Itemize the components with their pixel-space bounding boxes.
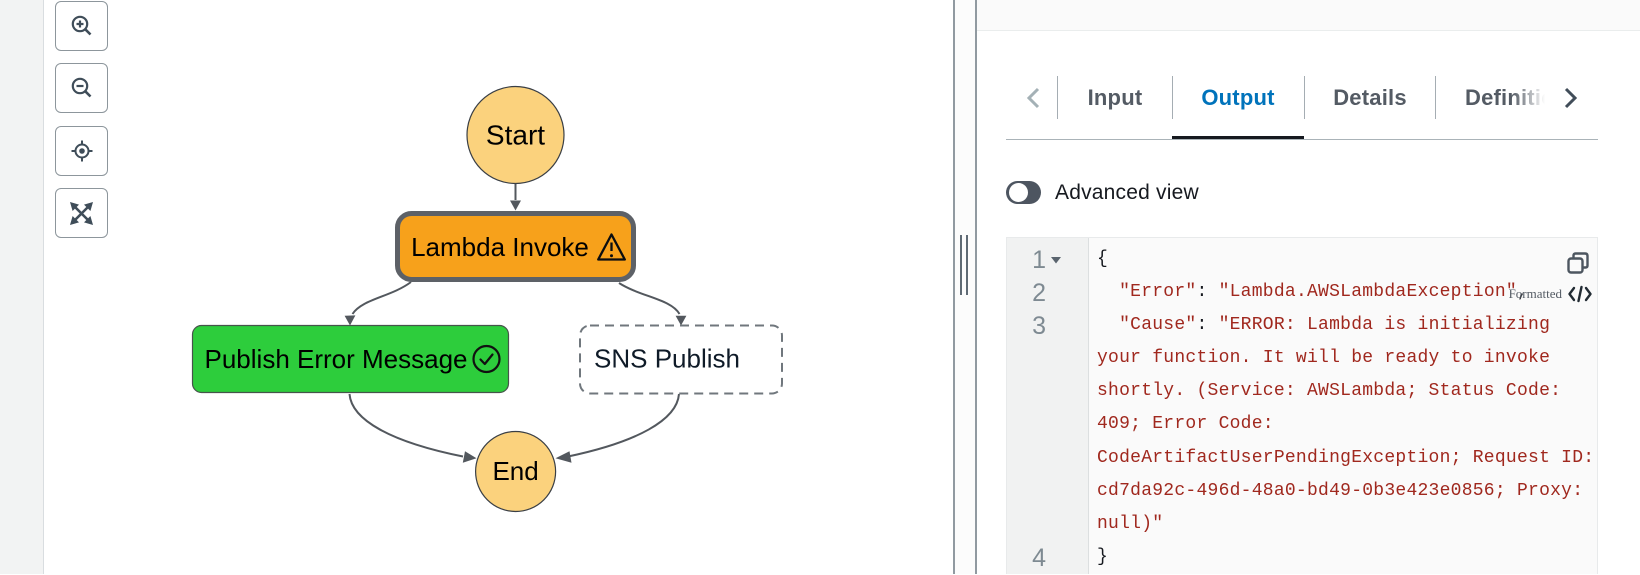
svg-text:Lambda Invoke: Lambda Invoke <box>411 232 589 262</box>
svg-text:Publish Error Message: Publish Error Message <box>205 344 468 374</box>
svg-text:Start: Start <box>486 120 545 151</box>
svg-text:End: End <box>492 456 538 486</box>
svg-text:SNS Publish: SNS Publish <box>594 344 740 374</box>
